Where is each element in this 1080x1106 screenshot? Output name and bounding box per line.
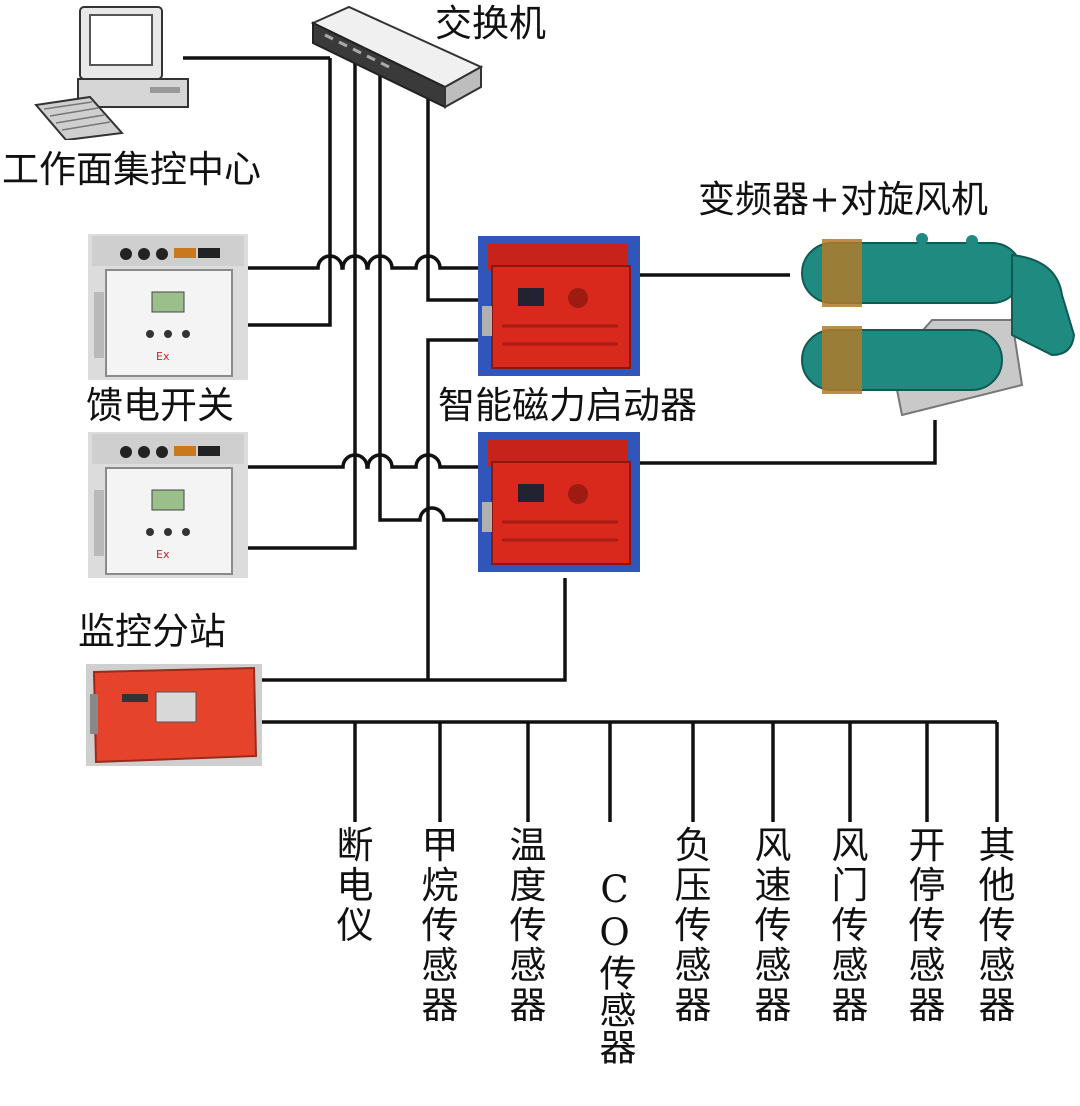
feed-switch-cabinet-icon-lower: Ex: [88, 432, 248, 578]
sensor-label-on-off: 开停传感器: [908, 824, 946, 1027]
substation-label: 监控分站: [78, 610, 226, 653]
sensor-label-negative-pressure: 负压传感器: [674, 824, 712, 1027]
sensor-label-wind-speed: 风速传感器: [754, 824, 792, 1027]
monitoring-substation-icon: [86, 664, 262, 766]
computer-icon: [34, 6, 189, 140]
svg-text:Ex: Ex: [156, 548, 170, 561]
sensor-label-power-cutoff: 断电仪: [336, 824, 374, 947]
substation-to-starters-line: [262, 578, 567, 682]
starter-label: 智能磁力启动器: [438, 384, 697, 427]
sensor-label-air-door: 风门传感器: [831, 824, 869, 1027]
feed1-to-starter1-line: [248, 254, 478, 270]
contra-rotating-fan-icon: [801, 233, 1076, 417]
substation-riser-line: [426, 338, 478, 680]
vfd-fan-label: 变频器+对旋风机: [698, 178, 989, 221]
sensor-label-temperature: 温度传感器: [509, 824, 547, 1027]
svg-text:Ex: Ex: [156, 350, 170, 363]
feed-switch-label: 馈电开关: [86, 384, 234, 427]
magnetic-starter-icon-lower: [478, 432, 640, 572]
network-switch-icon: [310, 5, 484, 109]
feed-switch-cabinet-icon-upper: Ex: [88, 234, 248, 380]
starter2-to-fan-line: [640, 420, 937, 465]
switch-drop-4: [426, 95, 478, 302]
wiring-diagram: [183, 56, 999, 822]
magnetic-starter-icon-upper: [478, 236, 640, 376]
switch-drop-2: [248, 62, 357, 550]
sensor-label-other: 其他传感器: [978, 824, 1016, 1027]
sensor-label-co: CO传感器: [593, 867, 636, 1065]
switch-drop-1: [248, 58, 332, 327]
feed2-to-starter2-line: [248, 453, 478, 469]
switch-drop-3: [378, 70, 478, 522]
sensor-label-methane: 甲烷传感器: [421, 824, 459, 1027]
switch-label: 交换机: [435, 2, 546, 45]
control-center-label: 工作面集控中心: [2, 148, 261, 191]
